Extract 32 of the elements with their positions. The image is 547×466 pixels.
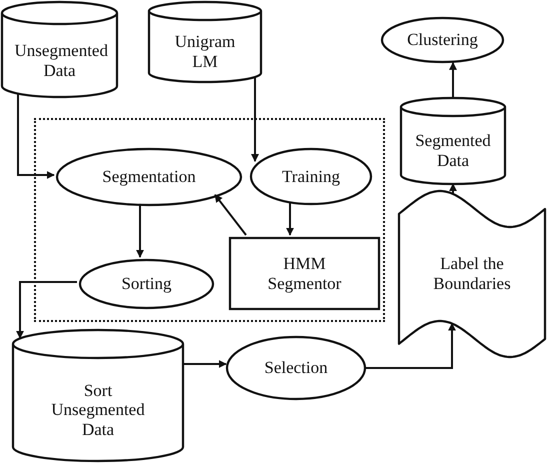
node-label: Segmentation [102, 167, 196, 187]
database-cylinder [400, 98, 506, 184]
database-cylinder [148, 2, 262, 82]
node-label: HMM Segmentor [266, 254, 342, 294]
arrow [16, 281, 77, 339]
process-ellipse [79, 259, 214, 309]
process-ellipse [56, 148, 242, 206]
arrow [136, 204, 144, 258]
arrow [366, 322, 456, 369]
node-label: Sort Unsegmented Data [50, 380, 146, 440]
arrow [449, 183, 457, 194]
document-shape [398, 189, 546, 359]
arrow [184, 360, 227, 368]
process-ellipse [250, 148, 372, 205]
arrow [17, 94, 55, 179]
arrow [251, 77, 259, 162]
process-ellipse [381, 17, 504, 63]
node-label: Clustering [407, 30, 478, 50]
database-cylinder [1, 2, 118, 97]
process-box [229, 237, 380, 310]
node-label: Unigram LM [174, 32, 236, 72]
dotted-group-frame [34, 118, 385, 322]
node-label: Selection [264, 358, 328, 378]
node-label: Segmented Data [414, 131, 492, 171]
process-ellipse [226, 336, 366, 400]
node-label: Label the Boundaries [432, 254, 512, 294]
arrow [214, 194, 247, 236]
node-label: Sorting [121, 274, 172, 294]
database-cylinder [12, 330, 184, 461]
node-label: Training [282, 166, 340, 186]
arrow [286, 202, 294, 236]
arrow [449, 62, 457, 98]
